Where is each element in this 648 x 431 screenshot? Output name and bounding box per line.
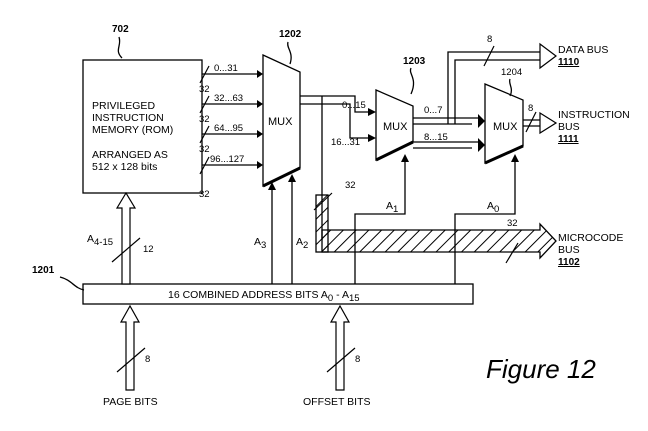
a4-15-width: 12 xyxy=(143,244,154,255)
rom-out-range-3: 96...127 xyxy=(210,154,244,165)
page-bits-label: PAGE BITS xyxy=(103,396,158,408)
arrow-head xyxy=(478,114,485,128)
page-bits-input: 8 PAGE BITS xyxy=(103,304,158,408)
microcode-bus-band xyxy=(321,222,557,260)
rom-block: 702 PRIVILEGED INSTRUCTION MEMORY (ROM) … xyxy=(82,24,203,194)
a3-label: A3 xyxy=(254,236,266,251)
mux-1202: MUX 1202 xyxy=(262,29,302,188)
mux-1204-ref-leader xyxy=(508,78,513,97)
rom-out-range-0: 0...31 xyxy=(214,63,238,74)
mux-1203-in-bottom: 16...31 xyxy=(331,137,360,148)
a4-15-arrow xyxy=(115,191,137,285)
rom-box xyxy=(82,59,203,194)
arrow-head xyxy=(257,161,263,169)
instruction-bus-label1: INSTRUCTION xyxy=(558,109,630,121)
mux-1203-ref-leader xyxy=(409,67,415,95)
mux-1202-label: MUX xyxy=(268,116,293,128)
rom-line2: INSTRUCTION xyxy=(92,112,164,124)
mux-1202-ref: 1202 xyxy=(279,29,302,40)
microcode-bus-label1: MICROCODE xyxy=(558,232,623,244)
arrow-head xyxy=(268,182,276,190)
a4-15-label: A4-15 xyxy=(87,233,113,248)
address-bar-ref-leader xyxy=(59,276,85,291)
rom-ref-leader xyxy=(117,36,123,59)
mux-1204-ref: 1204 xyxy=(501,67,522,78)
rom-out-range-1: 32...63 xyxy=(214,93,243,104)
rom-out-width-1: 32 xyxy=(199,114,210,125)
rom-line3: MEMORY (ROM) xyxy=(92,124,173,136)
mux-1203-label: MUX xyxy=(383,121,408,133)
offset-bits-input: 8 OFFSET BITS xyxy=(303,304,370,408)
microcode-bus: 32 MICROCODE BUS 1102 xyxy=(315,194,623,268)
instruction-bus-arrow xyxy=(539,111,558,135)
a1-line: A1 xyxy=(354,154,409,284)
arrow-head xyxy=(257,100,263,108)
mux-1203: MUX 1203 xyxy=(375,56,426,162)
microcode-bus-label2: BUS xyxy=(558,244,580,256)
mux-1202-out-width: 32 xyxy=(345,180,356,191)
microcode-bus-riser xyxy=(315,194,329,253)
instruction-bus-ref: 1111 xyxy=(558,134,579,145)
rom-line4: ARRANGED AS xyxy=(92,149,168,161)
instruction-bus: 8 INSTRUCTION BUS 1111 xyxy=(523,103,630,145)
rom-line1: PRIVILEGED xyxy=(92,100,155,112)
arrow-head xyxy=(511,154,519,162)
data-bus-width: 8 xyxy=(487,34,492,45)
mux-1204-in-top: 0...7 xyxy=(424,105,443,116)
offset-bits-width: 8 xyxy=(355,354,360,365)
mux-1204: MUX 1204 xyxy=(484,67,524,165)
a0-label: A0 xyxy=(487,200,499,215)
data-bus-label: DATA BUS xyxy=(558,44,608,56)
address-bar-ref: 1201 xyxy=(32,265,55,276)
arrow-head xyxy=(257,70,263,78)
arrow-head xyxy=(257,130,263,138)
page-bits-arrow xyxy=(119,304,141,391)
figure-label: Figure 12 xyxy=(486,354,596,384)
a1-label: A1 xyxy=(386,200,398,215)
arrow-head xyxy=(368,134,376,142)
a2-line: A2 xyxy=(288,174,308,284)
offset-bits-arrow xyxy=(329,304,351,391)
page-bits-width: 8 xyxy=(145,354,150,365)
mux-1203-in-top: 0...15 xyxy=(342,100,366,111)
data-bus: 8 DATA BUS 1110 xyxy=(447,34,608,124)
mux-1203-ref: 1203 xyxy=(403,56,426,67)
microcode-bus-width: 32 xyxy=(507,218,518,229)
rom-out-range-2: 64...95 xyxy=(214,123,243,134)
address-bar-box xyxy=(82,283,474,305)
rom-out-width-3: 32 xyxy=(199,189,210,200)
rom-out-width-2: 32 xyxy=(199,144,210,155)
arrow-head xyxy=(288,174,296,182)
rom-ref: 702 xyxy=(112,24,129,35)
mux-1204-label: MUX xyxy=(493,121,518,133)
mux-1203-output: 0...7 8...15 xyxy=(413,105,485,152)
rom-outputs: 0...31 32 32...63 32 64...95 32 96...127… xyxy=(199,63,263,200)
rom-out-width-0: 32 xyxy=(199,84,210,95)
rom-line5: 512 x 128 bits xyxy=(92,161,157,173)
arrow-head xyxy=(368,108,376,116)
mux-1202-output: 0...15 16...31 32 xyxy=(300,95,376,240)
arrow-head xyxy=(401,154,409,162)
instruction-bus-width: 8 xyxy=(528,103,533,114)
arrow-head xyxy=(478,138,485,152)
address-bar: 16 COMBINED ADDRESS BITS A0 - A15 1201 xyxy=(32,265,474,305)
a2-label: A2 xyxy=(296,236,308,251)
a4-15-line: A4-15 12 xyxy=(87,191,154,285)
mux-1204-in-bottom: 8...15 xyxy=(424,132,448,143)
microcode-bus-ref: 1102 xyxy=(558,257,580,268)
data-bus-arrow xyxy=(539,42,557,70)
address-bar-text: 16 COMBINED ADDRESS BITS A0 - A15 xyxy=(168,289,360,304)
offset-bits-label: OFFSET BITS xyxy=(303,396,370,408)
a0-line: A0 xyxy=(454,154,519,284)
mux-1202-ref-leader xyxy=(287,41,292,65)
data-bus-ref: 1110 xyxy=(558,57,580,68)
a3-line: A3 xyxy=(254,182,276,284)
instruction-bus-label2: BUS xyxy=(558,121,580,133)
